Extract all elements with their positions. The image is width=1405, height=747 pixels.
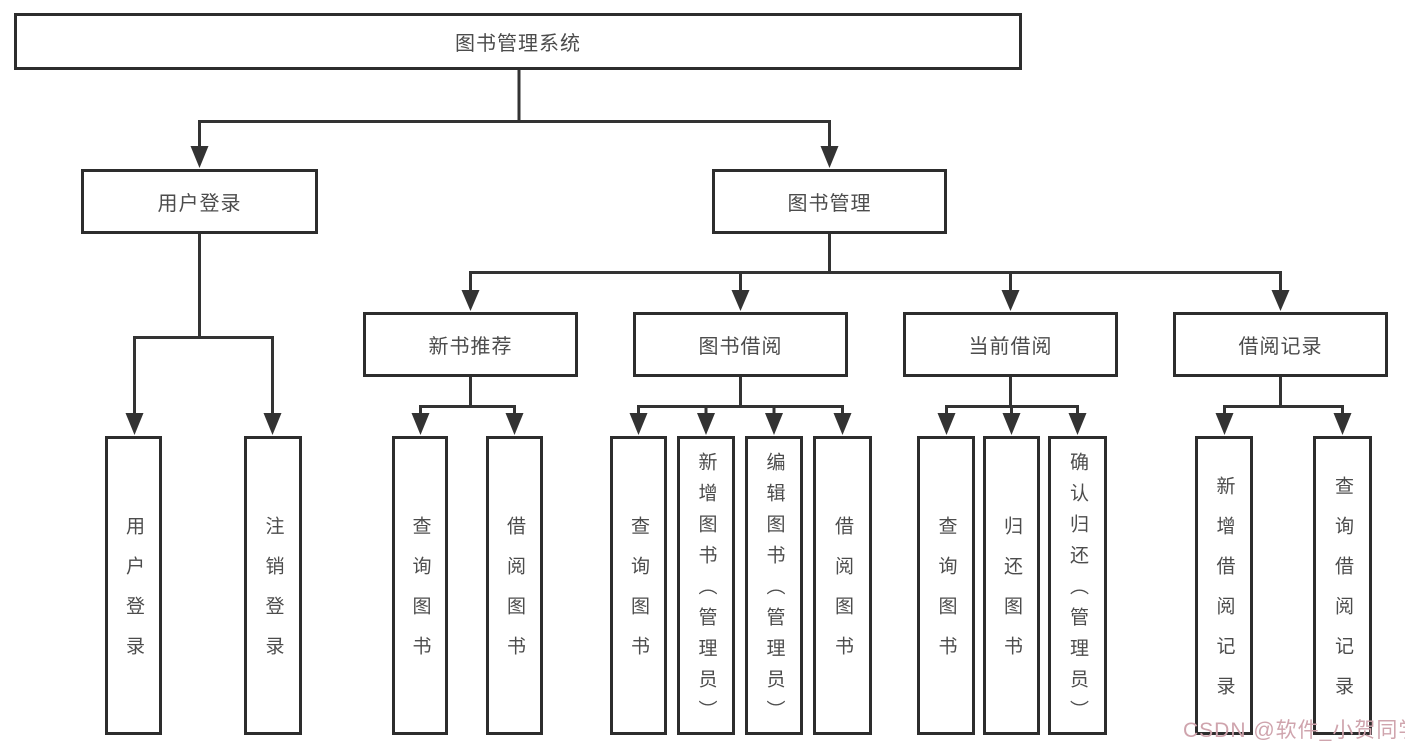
leaf-user-login: 用户登录: [105, 436, 162, 735]
leaf-query-books-current: 查询图书: [917, 436, 975, 735]
node-label: 新书推荐: [428, 336, 513, 358]
arrowhead-icons: [125, 146, 1352, 435]
node-user-login: 用户登录: [81, 169, 318, 234]
leaf-label: 借阅图书: [504, 516, 525, 676]
node-label: 图书借阅: [698, 336, 783, 358]
node-current-borrowing: 当前借阅: [903, 312, 1118, 377]
node-label: 用户登录: [157, 193, 242, 215]
leaf-label: 查询借阅记录: [1332, 476, 1353, 716]
leaf-label: 确认归还（管理员）: [1067, 452, 1088, 731]
leaf-query-books-borrow: 查询图书: [610, 436, 667, 735]
leaf-borrow-books-recommend: 借阅图书: [486, 436, 543, 735]
leaf-query-borrow-record: 查询借阅记录: [1313, 436, 1372, 735]
leaf-query-books-recommend: 查询图书: [392, 436, 448, 735]
leaf-label: 编辑图书（管理员）: [763, 452, 785, 731]
leaf-edit-books-admin: 编辑图书（管理员）: [745, 436, 803, 735]
leaf-borrow-books: 借阅图书: [813, 436, 872, 735]
leaf-label: 查询图书: [409, 516, 431, 676]
leaf-label: 新增借阅记录: [1213, 476, 1235, 716]
leaf-label: 归还图书: [1001, 516, 1022, 676]
node-book-borrowing: 图书借阅: [633, 312, 848, 377]
node-label: 当前借阅: [968, 336, 1053, 358]
leaf-label: 注销登录: [262, 516, 284, 676]
leaf-label: 新增图书（管理员）: [695, 452, 717, 731]
node-borrowing-records: 借阅记录: [1173, 312, 1388, 377]
leaf-label: 查询图书: [628, 516, 649, 676]
node-label: 图书管理系统: [455, 33, 581, 55]
node-book-management: 图书管理: [712, 169, 947, 234]
leaf-label: 借阅图书: [832, 516, 853, 676]
csdn-watermark: CSDN @软件_小贺同学: [1183, 719, 1405, 742]
node-label: 借阅记录: [1238, 336, 1323, 358]
node-new-book-recommend: 新书推荐: [363, 312, 578, 377]
node-library-management-system: 图书管理系统: [14, 13, 1022, 70]
leaf-return-books: 归还图书: [983, 436, 1040, 735]
leaf-logout: 注销登录: [244, 436, 302, 735]
leaf-label: 用户登录: [123, 516, 144, 676]
connector-lines: [133, 69, 1344, 415]
leaf-confirm-return-admin: 确认归还（管理员）: [1048, 436, 1107, 735]
leaf-add-borrow-record: 新增借阅记录: [1195, 436, 1253, 735]
leaf-label: 查询图书: [935, 516, 957, 676]
leaf-add-books-admin: 新增图书（管理员）: [677, 436, 735, 735]
node-label: 图书管理: [787, 193, 872, 215]
